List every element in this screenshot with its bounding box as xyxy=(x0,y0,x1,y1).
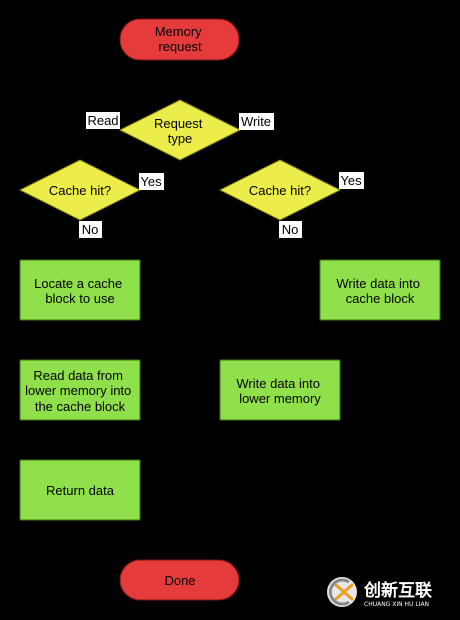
cache-hit-write-label: Cache hit? xyxy=(249,183,311,198)
write-into-cache-label: Write data into cache block xyxy=(336,276,423,306)
no-write-edge-label: No xyxy=(279,221,302,238)
cache-hit-write-decision: Cache hit? xyxy=(218,159,342,221)
memory-request-label: Memory request xyxy=(155,24,206,54)
return-data-node: Return data xyxy=(19,459,141,521)
svg-text:Write: Write xyxy=(241,114,271,129)
locate-cache-block-node: Locate a cache block to use xyxy=(19,259,141,321)
return-data-label: Return data xyxy=(46,483,115,498)
cache-hit-read-decision: Cache hit? xyxy=(18,159,142,221)
request-type-decision: Request type xyxy=(118,99,242,161)
write-edge-label: Write xyxy=(239,113,274,130)
svg-text:No: No xyxy=(282,222,299,237)
cache-hit-read-label: Cache hit? xyxy=(49,183,111,198)
watermark-brand: 创新互联 xyxy=(363,580,432,601)
svg-text:Yes: Yes xyxy=(340,173,362,188)
done-label: Done xyxy=(164,573,195,588)
read-from-lower-node: Read data from lower memory into the cac… xyxy=(19,359,141,421)
locate-cache-block-label: Locate a cache block to use xyxy=(34,276,126,306)
request-type-label: Request type xyxy=(154,116,206,146)
svg-text:Read: Read xyxy=(87,113,118,128)
write-into-lower-label: Write data into lower memory xyxy=(236,376,323,406)
done-node: Done xyxy=(119,559,240,601)
read-from-lower-label: Read data from lower memory into the cac… xyxy=(25,368,135,414)
yes-read-edge-label: Yes xyxy=(139,173,164,190)
yes-write-edge-label: Yes xyxy=(339,172,364,189)
svg-text:Yes: Yes xyxy=(140,174,162,189)
watermark-logo: 创新互联 CHUANG XIN HU LIAN xyxy=(327,577,432,608)
no-read-edge-label: No xyxy=(79,221,102,238)
read-edge-label: Read xyxy=(86,112,120,129)
memory-request-node: Memory request xyxy=(119,18,240,61)
watermark-sub: CHUANG XIN HU LIAN xyxy=(364,601,429,608)
write-into-lower-node: Write data into lower memory xyxy=(219,359,341,421)
write-into-cache-node: Write data into cache block xyxy=(319,259,441,321)
svg-text:No: No xyxy=(82,222,99,237)
